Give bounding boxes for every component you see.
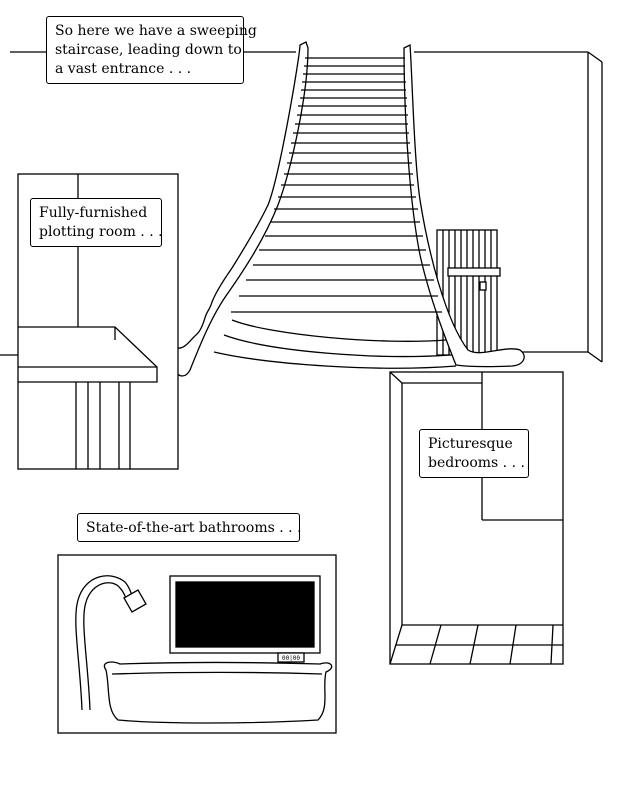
bedrooms-panel [389, 371, 564, 665]
bedrooms-caption-line-1: Picturesque [428, 436, 513, 452]
staircase-caption: So here we have a sweeping staircase, le… [46, 16, 257, 84]
bathrooms-caption: State-of-the-art bathrooms . . . [77, 513, 302, 542]
bedrooms-caption-line-2: bedrooms . . . [428, 455, 525, 471]
bathrooms-panel [57, 554, 337, 734]
staircase-caption-line-2: staircase, leading down to [55, 42, 242, 58]
background-room [0, 51, 603, 363]
staircase-caption-line-3: a vast entrance . . . [55, 61, 192, 77]
bathtub [103, 661, 333, 724]
staircase [174, 41, 525, 377]
staircase-caption-line-1: So here we have a sweeping [55, 23, 257, 39]
lamp-shade [123, 589, 147, 613]
radiator [436, 229, 501, 356]
plotting-room-caption: Fully-furnished plotting room . . . [30, 198, 163, 247]
plotting-room-caption-line-2: plotting room . . . [39, 224, 163, 240]
tub-control-label: 00|00 [282, 655, 300, 662]
bathrooms-caption-line-1: State-of-the-art bathrooms . . . [86, 520, 302, 536]
bedrooms-caption: Picturesque bedrooms . . . [419, 429, 529, 478]
mirror [175, 581, 315, 648]
tub-control [277, 652, 305, 663]
plotting-room-caption-line-1: Fully-furnished [39, 205, 148, 221]
